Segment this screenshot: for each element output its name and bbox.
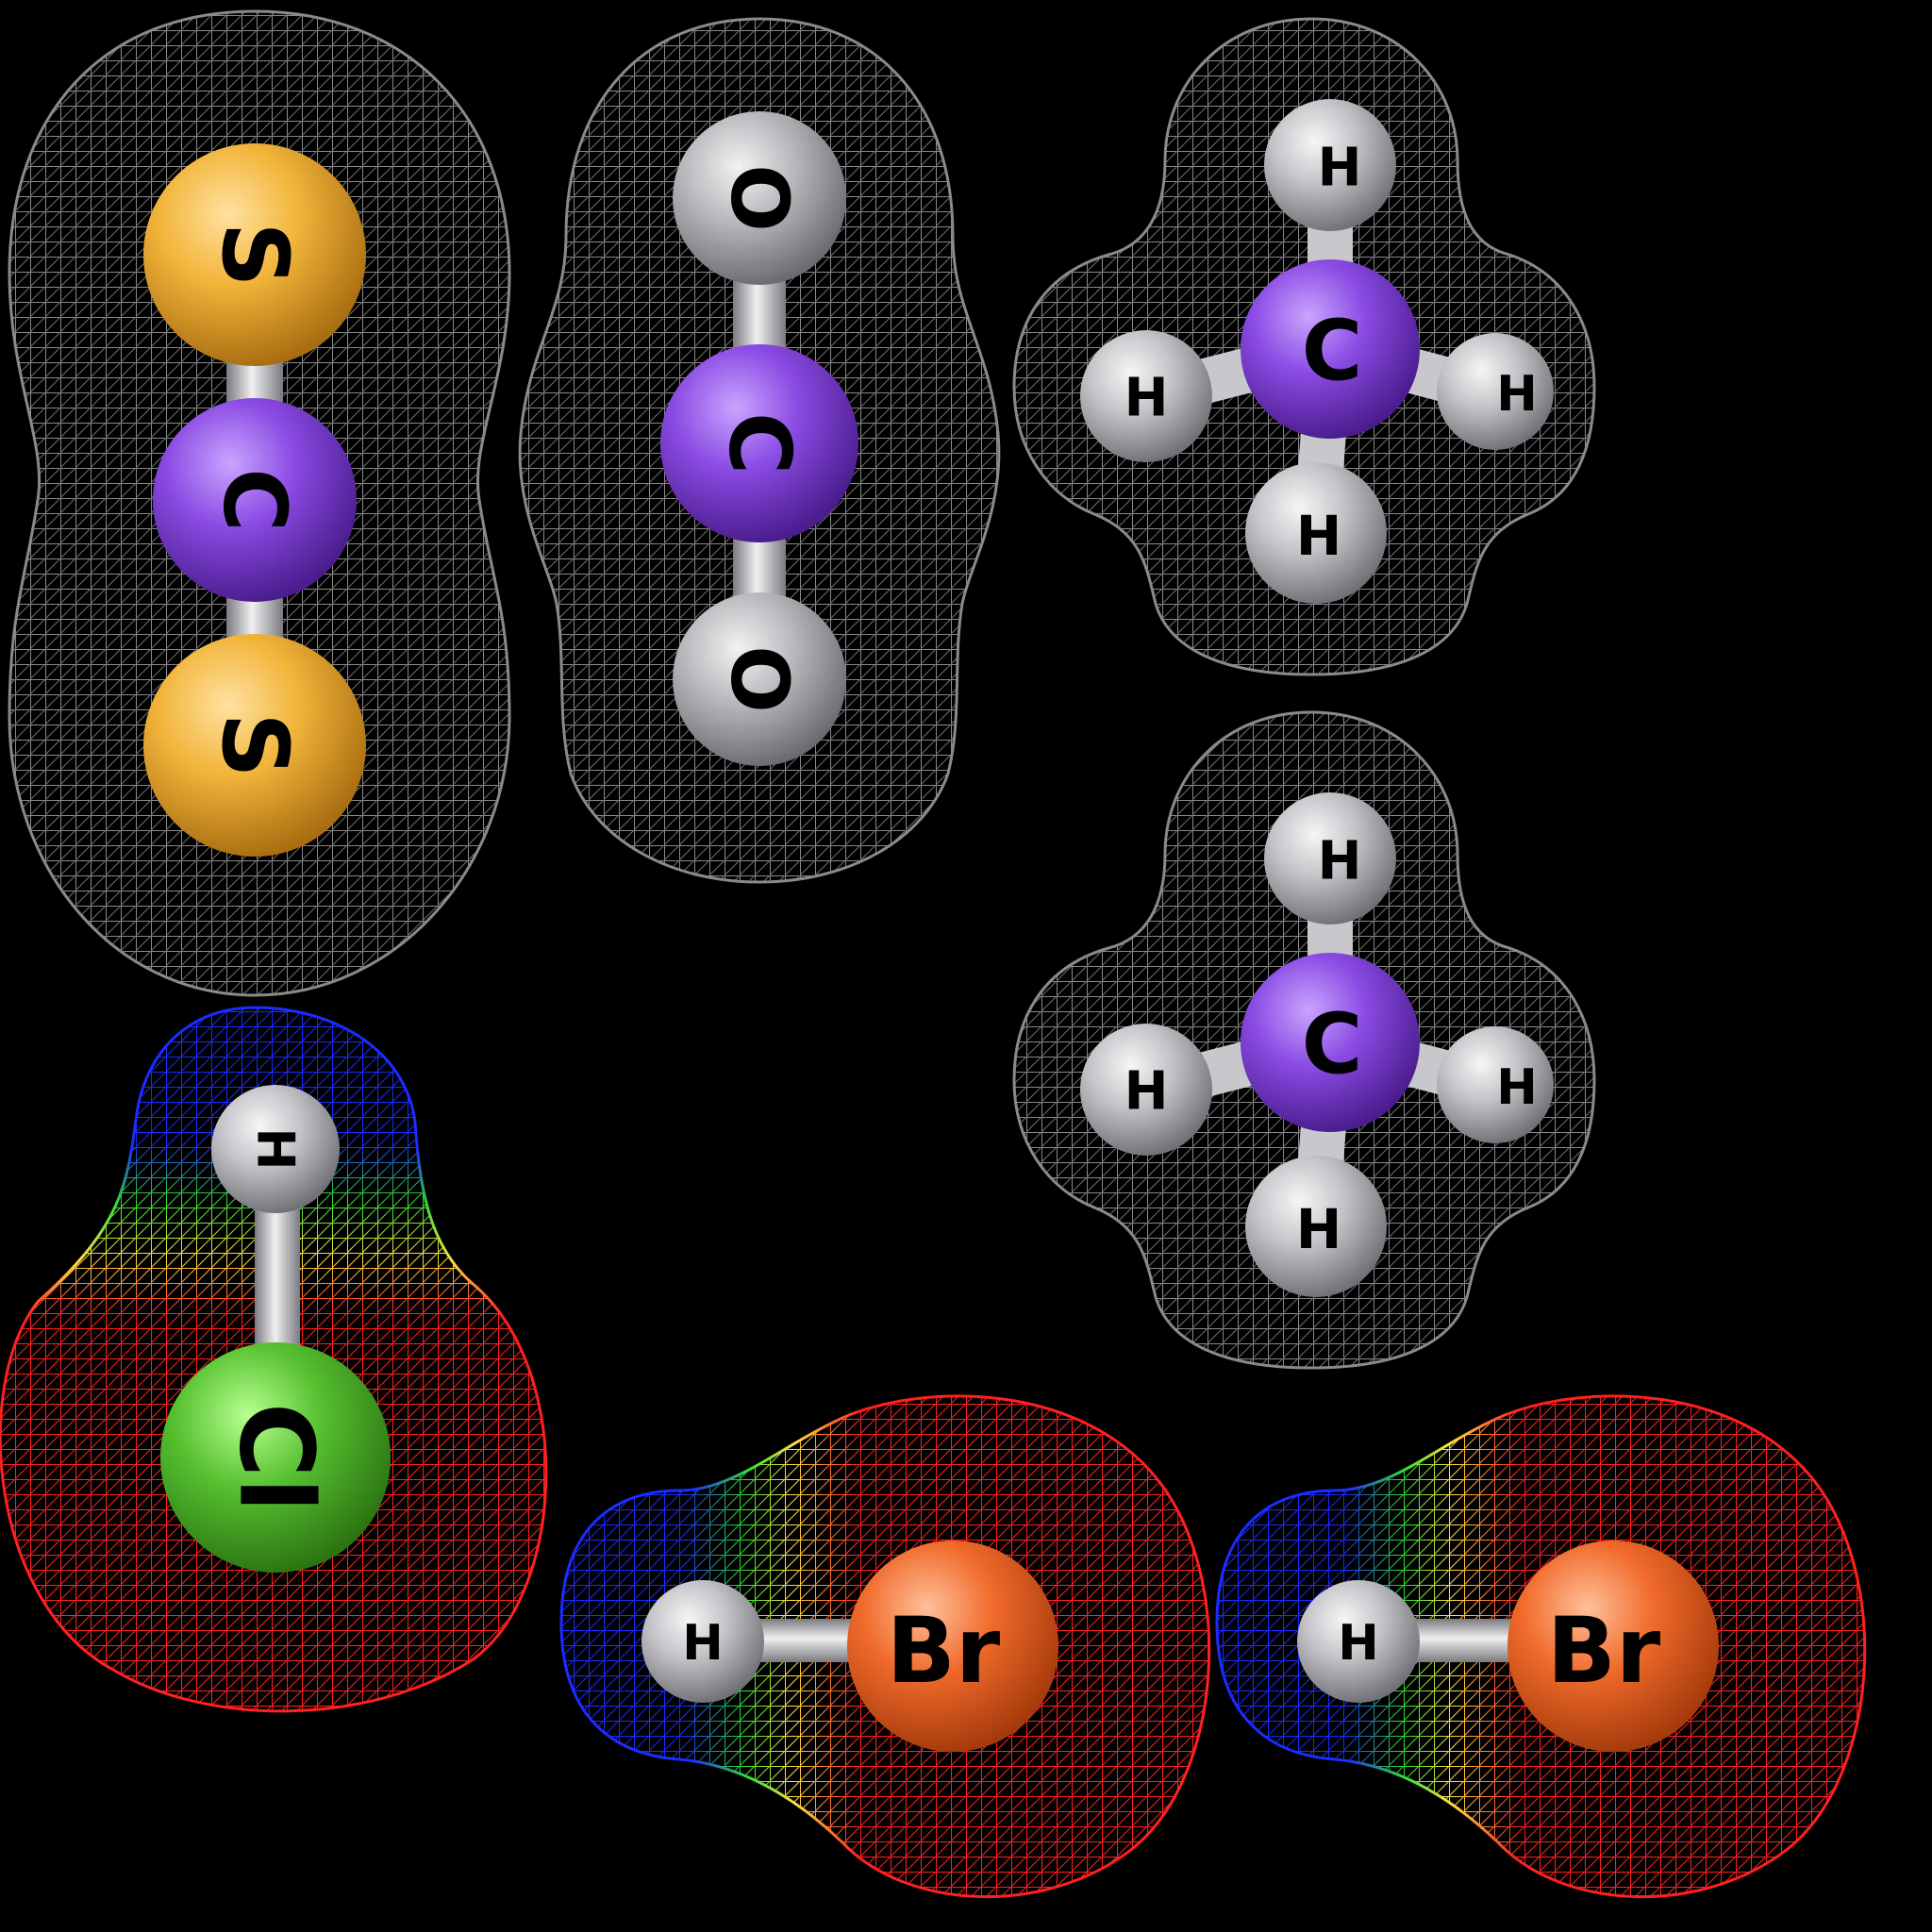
atom-label: H (1318, 831, 1362, 892)
atom-carbon (660, 344, 858, 542)
atom-label: H (1296, 504, 1342, 568)
atom-hydrogen (1437, 333, 1554, 450)
atom-label: O (713, 645, 806, 712)
atom-label: S (202, 222, 308, 287)
atom-sulfur (143, 634, 366, 857)
atom-label: C (710, 412, 809, 475)
atom-label: H (1496, 366, 1538, 423)
atom-label: C (1302, 996, 1363, 1093)
atom-oxygen (673, 111, 846, 285)
atom-sulfur (143, 143, 366, 366)
atom-label: C (205, 468, 306, 532)
hcl-surface-outline (0, 1006, 548, 1713)
atom-hydrogen (1245, 1156, 1387, 1297)
atom-hydrogen (1264, 792, 1396, 924)
molecule-hbr-right: H Br (1208, 1387, 1887, 1915)
atom-label: Br (887, 1598, 1001, 1704)
atom-label: H (1296, 1197, 1342, 1261)
atom-carbon (1241, 259, 1420, 439)
atom-label: H (1124, 368, 1169, 429)
atom-label: S (202, 712, 308, 777)
atom-label: H (1496, 1059, 1538, 1116)
atom-hydrogen (641, 1580, 764, 1703)
atom-bromine (1507, 1541, 1719, 1752)
atom-hydrogen (1264, 99, 1396, 231)
atom-label: H (246, 1127, 306, 1170)
molecule-ch4-bottom: H H H C H (1012, 710, 1596, 1370)
atom-hydrogen (1437, 1026, 1554, 1143)
hbr-right-surface-outline (1215, 1394, 1867, 1899)
molecule-hbr-left: H Br (547, 1387, 1226, 1915)
atom-label: Br (1547, 1598, 1661, 1704)
atom-label: H (1318, 138, 1362, 199)
atom-bromine (847, 1541, 1058, 1752)
atom-label: H (1124, 1061, 1169, 1123)
atom-hydrogen (1297, 1580, 1420, 1703)
molecule-co2: O C O (518, 17, 1001, 884)
atom-hydrogen (211, 1085, 340, 1213)
atom-label: O (713, 164, 806, 231)
atom-hydrogen (1245, 462, 1387, 604)
atom-hydrogen (1080, 330, 1212, 462)
molecule-ch4-top: H H H C H (1012, 17, 1596, 676)
atom-oxygen (673, 592, 846, 766)
atom-label: H (1338, 1615, 1379, 1672)
atom-label: H (682, 1615, 724, 1672)
atom-label: Cl (217, 1403, 335, 1512)
molecule-cs2: S C S (8, 9, 511, 997)
atom-carbon (1241, 953, 1420, 1132)
atom-hydrogen (1080, 1024, 1212, 1156)
molecule-hcl: H Cl (0, 1000, 566, 1717)
atom-carbon (153, 398, 357, 602)
atom-chlorine (160, 1342, 391, 1573)
atom-label: C (1302, 303, 1363, 400)
